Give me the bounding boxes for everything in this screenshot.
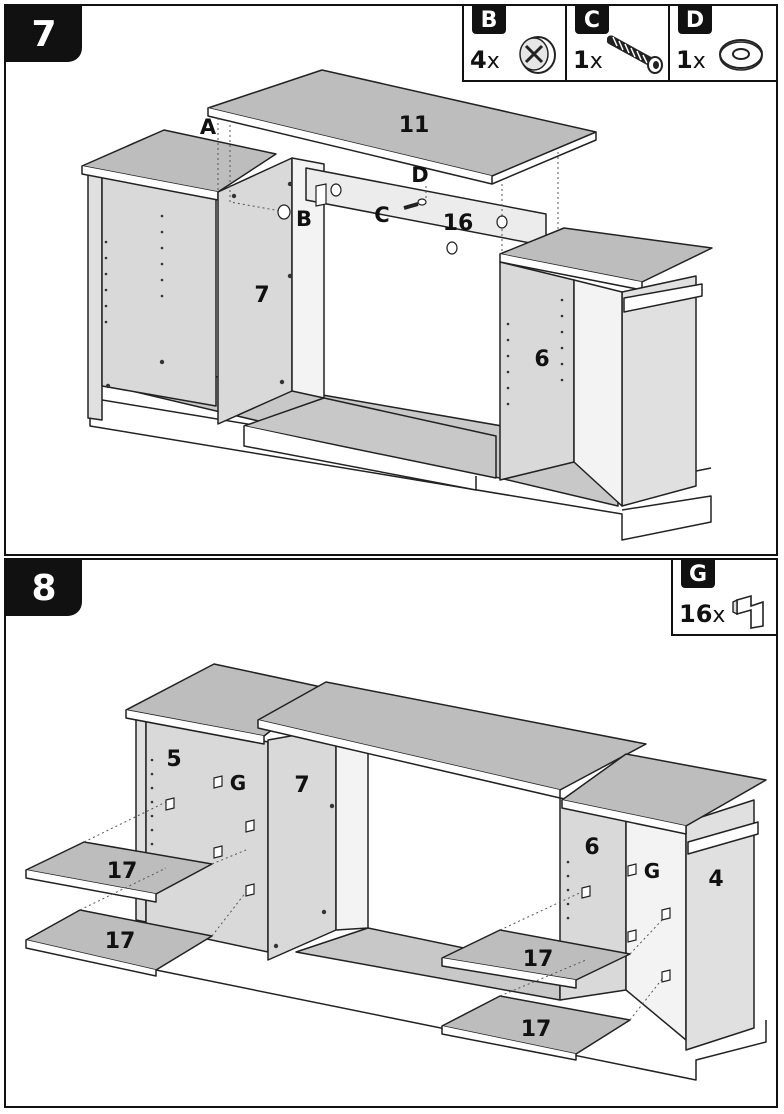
hardware-callout-G: G	[230, 771, 246, 795]
hardware-item-C: C 1x	[567, 6, 670, 80]
part-label-7: 7	[254, 283, 269, 308]
part-label-16: 16	[443, 211, 474, 236]
part-label-6: 6	[534, 347, 549, 372]
hardware-qty: 1x	[573, 46, 603, 74]
shelf-pin-icon	[732, 594, 764, 629]
bolt-icon	[607, 35, 663, 74]
hardware-callout-C: C	[374, 203, 389, 227]
hardware-legend: B 4x C 1x D 1x	[462, 6, 776, 82]
part-label-17: 17	[523, 947, 554, 972]
part-label-17: 17	[521, 1017, 552, 1042]
part-label-17: 17	[105, 929, 136, 954]
part-label-17: 17	[107, 859, 138, 884]
part-label-5: 5	[166, 747, 181, 772]
hardware-id: C	[575, 6, 609, 34]
hardware-item-B: B 4x	[464, 6, 567, 80]
hardware-id: D	[678, 6, 712, 34]
hardware-item-D: D 1x	[670, 6, 773, 80]
cam-lock-icon	[519, 36, 556, 74]
hardware-legend: G 16x	[671, 560, 776, 636]
part-label-11: 11	[399, 113, 430, 138]
hardware-qty: 4x	[470, 46, 500, 74]
step-number-badge: 8	[6, 560, 82, 616]
step-8-assembly-drawing: 5 7 6 4 G G 17 17 17 17	[25, 663, 767, 1081]
hardware-callout-B: B	[296, 207, 312, 231]
hardware-callout-G: G	[644, 859, 660, 883]
washer-icon	[719, 39, 763, 71]
part-label-7: 7	[294, 773, 309, 798]
step-number-badge: 7	[6, 6, 82, 62]
part-label-4: 4	[708, 867, 723, 892]
step-7-assembly-drawing: 11 7 6 16 A B C D	[81, 69, 713, 541]
hardware-qty: 1x	[676, 46, 706, 74]
hardware-qty: 16x	[679, 600, 726, 628]
step-7-panel: 7 B 4x C 1x D 1x	[4, 4, 778, 556]
step-8-panel: 8 G 16x	[4, 558, 778, 1108]
hardware-item-G: G 16x	[673, 560, 776, 634]
hardware-id: G	[681, 560, 715, 588]
hardware-id: B	[472, 6, 506, 34]
hardware-callout-A: A	[200, 115, 217, 139]
hardware-callout-D: D	[411, 163, 428, 187]
part-label-6: 6	[584, 835, 599, 860]
